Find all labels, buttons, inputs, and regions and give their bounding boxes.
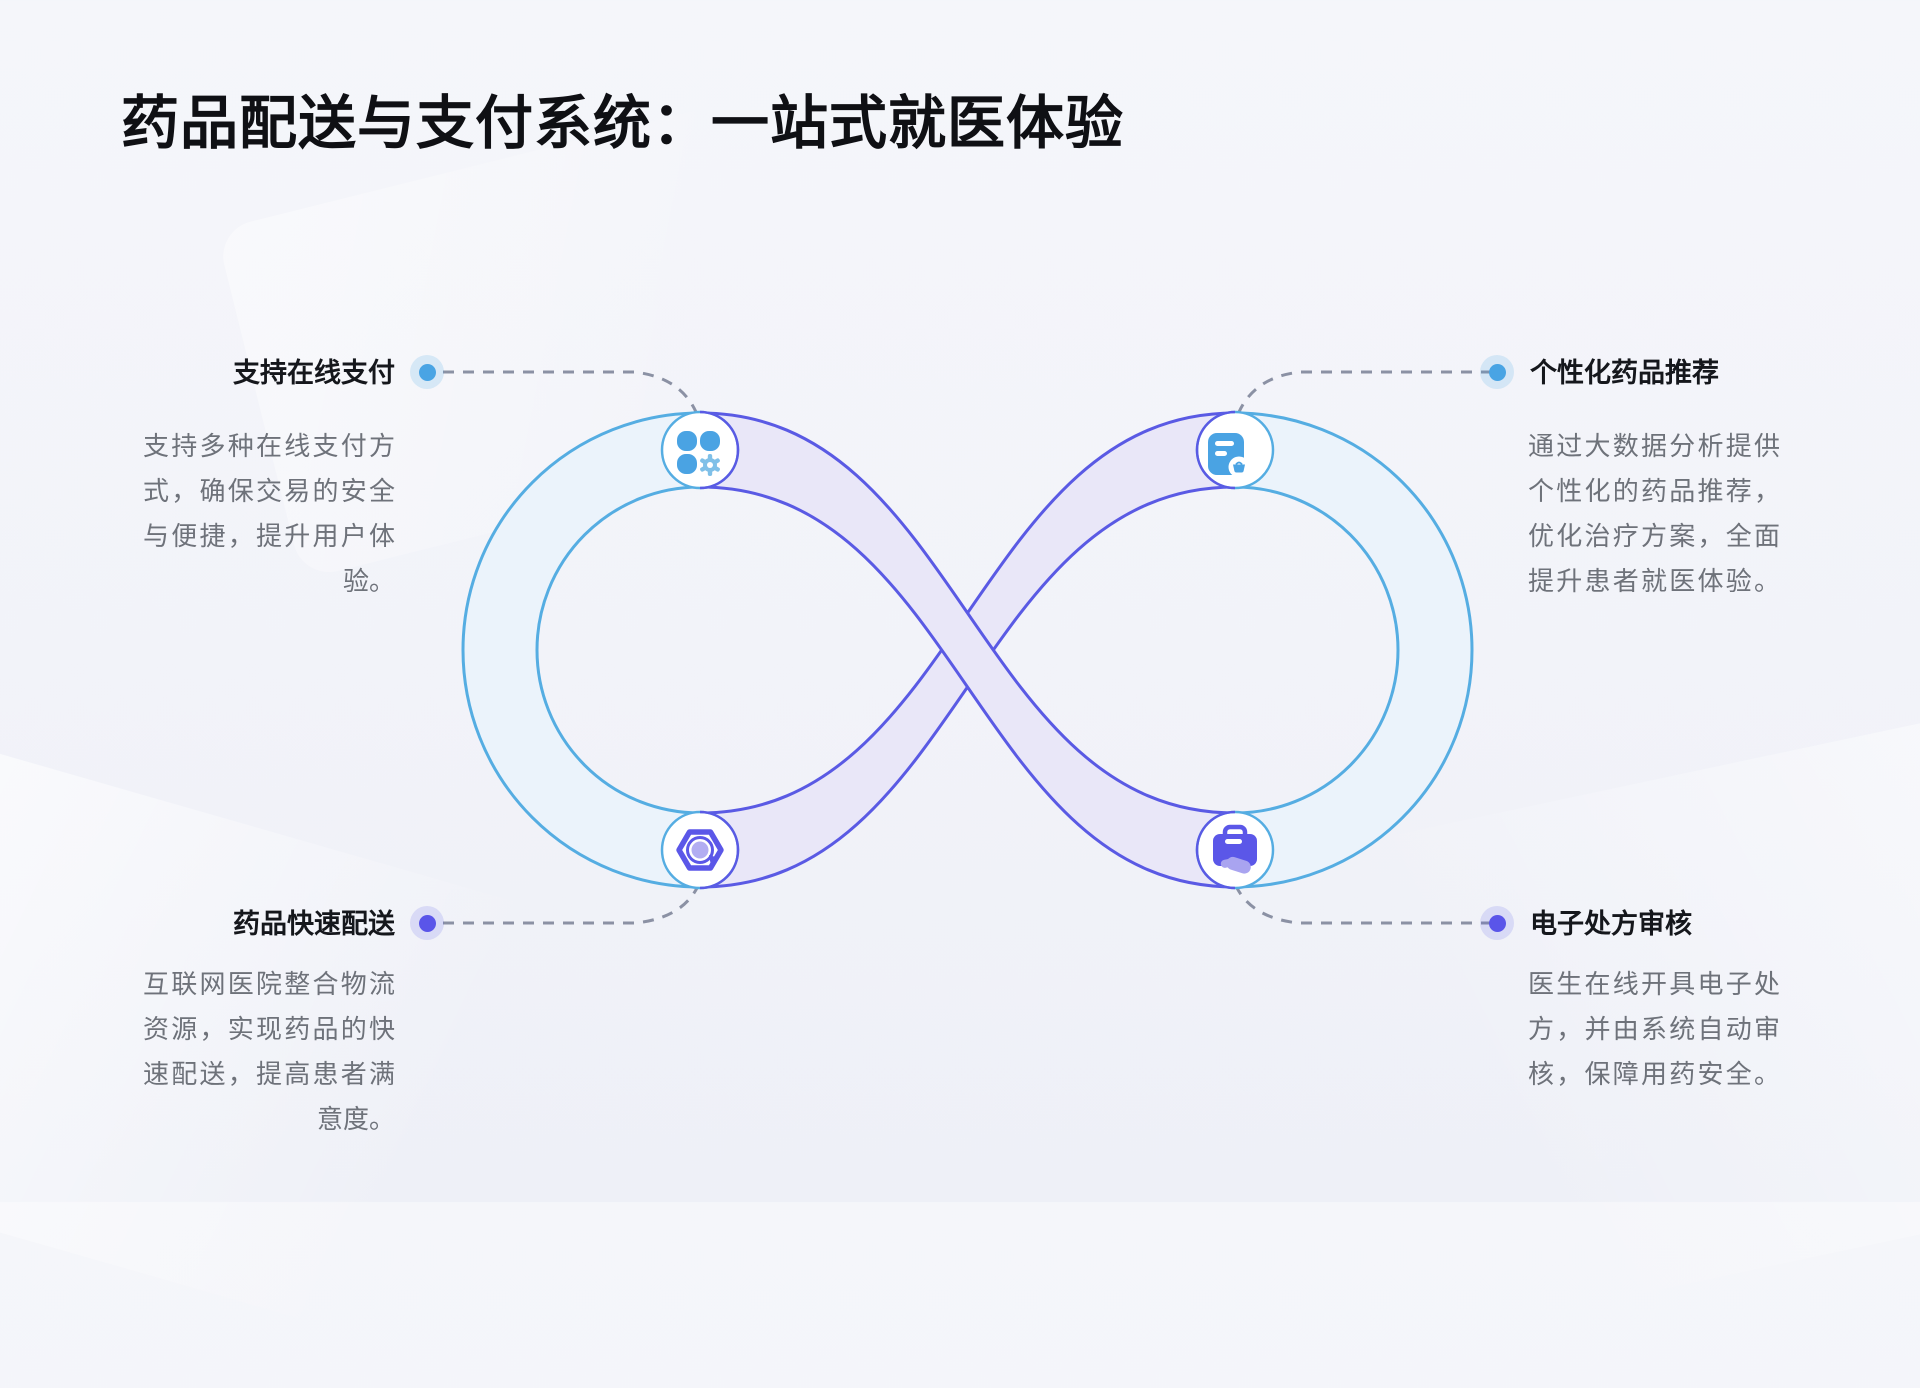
connector-drug-delivery — [443, 887, 699, 925]
dot-core-icon — [1488, 914, 1506, 932]
dot-prescription-review — [1480, 906, 1514, 940]
body-line: 式，确保交易的安全 — [143, 476, 395, 506]
dot-core-icon — [418, 914, 436, 932]
body-line: 核，保障用药安全。 — [1528, 1059, 1780, 1089]
dot-drug-recommendation — [1480, 355, 1514, 389]
body-line: 意度。 — [316, 1104, 395, 1134]
right-loop-ring — [1234, 411, 1474, 889]
section-body-online-payment: 支持多种在线支付方 式，确保交易的安全 与便捷，提升用户体 验。 — [143, 424, 395, 604]
body-line: 与便捷，提升用户体 — [143, 521, 395, 551]
dot-drug-delivery — [410, 906, 444, 940]
left-loop-ring — [461, 411, 701, 889]
body-line: 互联网医院整合物流 — [143, 969, 395, 999]
body-line: 优化治疗方案，全面 — [1528, 521, 1780, 551]
section-title-drug-recommendation: 个性化药品推荐 — [1530, 358, 1719, 388]
body-line: 提升患者就医体验。 — [1528, 566, 1780, 596]
section-title-drug-delivery: 药品快速配送 — [233, 909, 395, 939]
section-title-prescription-review: 电子处方审核 — [1530, 909, 1692, 939]
apps-gear-icon — [677, 431, 720, 476]
section-body-drug-delivery: 互联网医院整合物流 资源，实现药品的快 速配送，提高患者满 意度。 — [143, 962, 395, 1142]
body-line: 医生在线开具电子处 — [1528, 969, 1780, 999]
section-body-drug-recommendation: 通过大数据分析提供 个性化的药品推荐， 优化治疗方案，全面 提升患者就医体验。 — [1528, 424, 1780, 604]
body-line: 速配送，提高患者满 — [143, 1059, 395, 1089]
body-line: 支持多种在线支付方 — [143, 431, 395, 461]
body-line: 个性化的药品推荐， — [1528, 476, 1780, 506]
body-line: 验。 — [342, 566, 395, 596]
connector-drug-recommendation — [1237, 370, 1492, 413]
body-line: 资源，实现药品的快 — [143, 1014, 395, 1044]
dot-core-icon — [1488, 363, 1506, 381]
body-line: 方，并由系统自动审 — [1528, 1014, 1780, 1044]
prescription-basket-icon — [1208, 433, 1250, 478]
cross-band-descending — [699, 411, 1236, 889]
section-title-online-payment: 支持在线支付 — [233, 358, 395, 388]
connector-prescription-review — [1235, 887, 1492, 925]
dot-online-payment — [410, 355, 444, 389]
page-title: 药品配送与支付系统：一站式就医体验 — [121, 90, 1125, 156]
connector-online-payment — [443, 370, 698, 413]
section-body-prescription-review: 医生在线开具电子处 方，并由系统自动审 核，保障用药安全。 — [1528, 962, 1780, 1097]
dot-core-icon — [418, 363, 436, 381]
hexagon-cycle-icon — [676, 829, 724, 871]
body-line: 通过大数据分析提供 — [1528, 431, 1780, 461]
